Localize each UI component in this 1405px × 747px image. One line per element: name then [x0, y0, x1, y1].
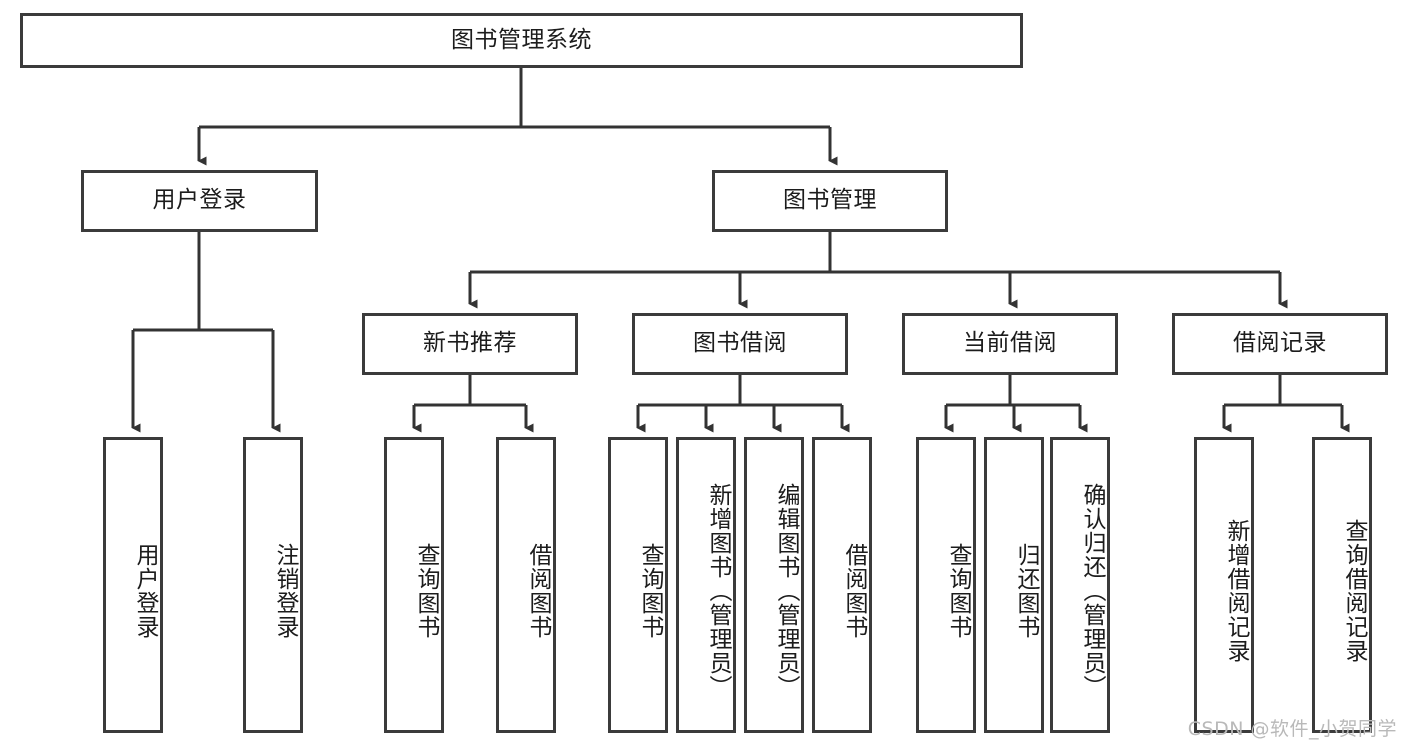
node-book-borrow-label: 图书借阅 [693, 330, 787, 357]
leaf-label: 新增借阅记录 [1223, 519, 1249, 663]
node-user-login[interactable]: 用户登录 [81, 170, 318, 232]
leaf-book-borrow-borrow-book[interactable]: 借阅图书 [812, 437, 872, 733]
leaf-current-borrow-confirm-return[interactable]: 确认归还（管理员） [1050, 437, 1110, 733]
node-new-book-recommend[interactable]: 新书推荐 [362, 313, 578, 375]
leaf-book-borrow-add-book[interactable]: 新增图书（管理员） [676, 437, 736, 733]
node-new-book-recommend-label: 新书推荐 [423, 330, 517, 357]
node-borrow-record[interactable]: 借阅记录 [1172, 313, 1388, 375]
leaf-current-borrow-query-book[interactable]: 查询图书 [916, 437, 976, 733]
node-book-management-label: 图书管理 [783, 187, 877, 214]
leaf-book-borrow-edit-book[interactable]: 编辑图书（管理员） [744, 437, 804, 733]
leaf-label: 查询图书 [637, 543, 663, 639]
node-current-borrow-label: 当前借阅 [963, 330, 1057, 357]
leaf-borrow-record-add-record[interactable]: 新增借阅记录 [1194, 437, 1254, 733]
leaf-new-book-borrow-book[interactable]: 借阅图书 [496, 437, 556, 733]
leaf-user-login-login[interactable]: 用户登录 [103, 437, 163, 733]
leaf-label: 归还图书 [1013, 543, 1039, 639]
leaf-label: 新增图书（管理员） [705, 483, 731, 699]
leaf-label: 借阅图书 [525, 543, 551, 639]
node-current-borrow[interactable]: 当前借阅 [902, 313, 1118, 375]
leaf-book-borrow-query-book[interactable]: 查询图书 [608, 437, 668, 733]
leaf-label: 确认归还（管理员） [1079, 483, 1105, 699]
leaf-label: 用户登录 [132, 543, 158, 639]
leaf-borrow-record-query-record[interactable]: 查询借阅记录 [1312, 437, 1372, 733]
leaf-current-borrow-return-book[interactable]: 归还图书 [984, 437, 1044, 733]
leaf-label: 注销登录 [272, 543, 298, 639]
leaf-label: 编辑图书（管理员） [773, 483, 799, 699]
leaf-label: 查询图书 [945, 543, 971, 639]
node-book-borrow[interactable]: 图书借阅 [632, 313, 848, 375]
node-root[interactable]: 图书管理系统 [20, 13, 1023, 68]
node-borrow-record-label: 借阅记录 [1233, 330, 1327, 357]
node-book-management[interactable]: 图书管理 [712, 170, 948, 232]
leaf-user-login-logout[interactable]: 注销登录 [243, 437, 303, 733]
leaf-label: 查询图书 [413, 543, 439, 639]
leaf-new-book-query-book[interactable]: 查询图书 [384, 437, 444, 733]
leaf-label: 查询借阅记录 [1341, 519, 1367, 663]
node-root-label: 图书管理系统 [451, 26, 592, 53]
node-user-login-label: 用户登录 [152, 187, 247, 214]
leaf-label: 借阅图书 [841, 543, 867, 639]
